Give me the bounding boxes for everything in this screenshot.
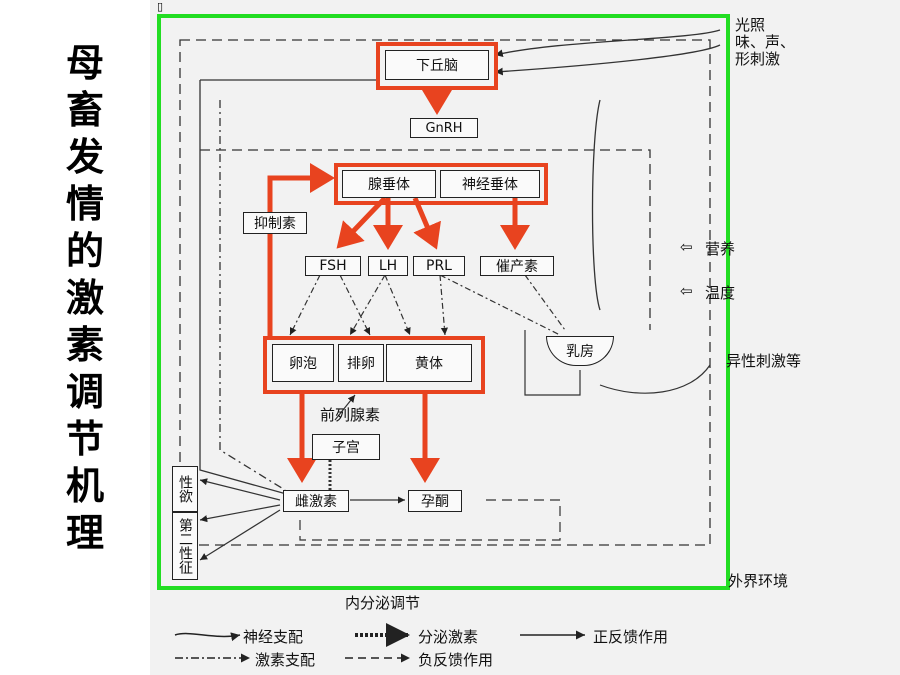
- temperature-label: 温度: [705, 284, 736, 302]
- opposite-sex-label: 异性刺激等: [726, 352, 802, 370]
- hypothalamus-highlight: [376, 42, 498, 90]
- lh-box: LH: [368, 256, 408, 276]
- prl-box: PRL: [413, 256, 465, 276]
- legend-positive: 正反馈作用: [593, 628, 669, 646]
- gnrh-box: GnRH: [410, 118, 478, 138]
- neurohypophysis-box: 神经垂体: [440, 170, 540, 198]
- smell-sound-label: 味、声、: [735, 33, 796, 51]
- secondary-sex-box: 第二性征: [172, 512, 198, 580]
- adenohypophysis-box: 腺垂体: [342, 170, 436, 198]
- legend-secretion: 分泌激素: [418, 628, 479, 646]
- light-label: 光照: [735, 16, 766, 34]
- pituitary-highlight: [334, 163, 548, 205]
- legend-nerve: 神经支配: [243, 628, 304, 646]
- corpus-luteum-box: 黄体: [386, 344, 472, 382]
- environment-label: 外界环境: [728, 572, 789, 590]
- hypothalamus-box: 下丘脑: [385, 50, 489, 80]
- oxytocin-box: 催产素: [480, 256, 554, 276]
- inhibin-box: 抑制素: [243, 212, 307, 234]
- temperature-arrow-icon: ⇦: [680, 282, 693, 300]
- progesterone-box: 孕酮: [408, 490, 462, 512]
- green-highlight-frame: [157, 14, 730, 590]
- page-title: 母畜发情的激素调节机理: [65, 41, 104, 555]
- fsh-box: FSH: [305, 256, 361, 276]
- ovulation-box: 排卵: [338, 344, 384, 382]
- shape-stim-label: 形刺激: [735, 50, 781, 68]
- ovary-highlight: [263, 336, 485, 394]
- estrogen-box: 雌激素: [283, 490, 349, 512]
- nutrition-label: 营养: [705, 240, 736, 258]
- legend-negative: 负反馈作用: [418, 651, 494, 669]
- follicle-box: 卵泡: [272, 344, 334, 382]
- uterus-box: 子宫: [312, 434, 380, 460]
- endocrine-label: 内分泌调节: [345, 594, 421, 612]
- missing-glyph-marker: ▯: [157, 0, 164, 13]
- libido-box: 性欲: [172, 466, 198, 512]
- legend-hormone: 激素支配: [255, 651, 316, 669]
- nutrition-arrow-icon: ⇦: [680, 238, 693, 256]
- prostaglandin-label: 前列腺素: [320, 406, 381, 424]
